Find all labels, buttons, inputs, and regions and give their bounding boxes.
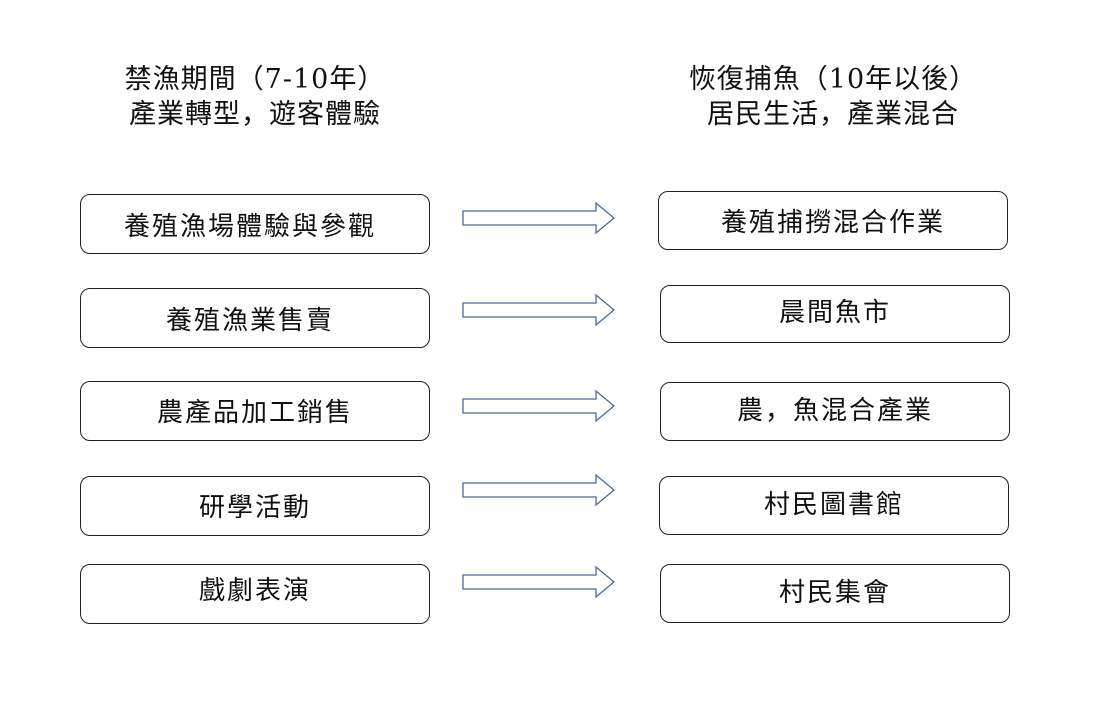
left-box-1: 養殖漁場體驗與參觀 bbox=[80, 194, 430, 254]
left-box-4: 研學活動 bbox=[80, 476, 430, 536]
heading-right: 恢復捕魚（10年以後） 居民生活，產業混合 bbox=[658, 62, 1008, 132]
heading-right-line1: 恢復捕魚（10年以後） bbox=[688, 64, 978, 95]
left-box-4-label: 研學活動 bbox=[198, 492, 311, 523]
right-box-4-label: 村民圖書館 bbox=[763, 490, 904, 520]
right-box-5: 村民集會 bbox=[660, 564, 1010, 623]
right-box-3: 農，魚混合產業 bbox=[660, 382, 1010, 441]
right-arrow-icon bbox=[462, 389, 616, 423]
left-box-5: 戲劇表演 bbox=[80, 564, 430, 624]
right-arrow-icon bbox=[462, 201, 616, 235]
left-box-2-label: 養殖漁業售賣 bbox=[165, 305, 334, 336]
right-box-3-label: 農，魚混合產業 bbox=[736, 396, 933, 426]
right-arrow-icon bbox=[462, 293, 616, 327]
left-box-3-label: 農產品加工銷售 bbox=[156, 397, 353, 428]
right-arrow-icon bbox=[462, 565, 616, 599]
heading-right-line2: 居民生活，產業混合 bbox=[707, 99, 959, 130]
heading-left-line2: 產業轉型，遊客體驗 bbox=[129, 99, 381, 130]
right-box-1-label: 養殖捕撈混合作業 bbox=[720, 208, 945, 238]
left-box-3: 農產品加工銷售 bbox=[80, 381, 430, 441]
right-box-2: 晨間魚市 bbox=[660, 285, 1010, 343]
right-box-5-label: 村民集會 bbox=[778, 578, 891, 608]
heading-left-line1: 禁漁期間（7-10年） bbox=[124, 64, 386, 95]
right-arrow-icon bbox=[462, 473, 616, 507]
right-box-1: 養殖捕撈混合作業 bbox=[658, 191, 1008, 250]
left-box-1-label: 養殖漁場體驗與參觀 bbox=[123, 211, 376, 242]
left-box-5-label: 戲劇表演 bbox=[198, 575, 311, 606]
right-box-2-label: 晨間魚市 bbox=[778, 297, 891, 328]
heading-left: 禁漁期間（7-10年） 產業轉型，遊客體驗 bbox=[80, 62, 430, 132]
right-box-4: 村民圖書館 bbox=[659, 476, 1009, 535]
left-box-2: 養殖漁業售賣 bbox=[80, 288, 430, 348]
